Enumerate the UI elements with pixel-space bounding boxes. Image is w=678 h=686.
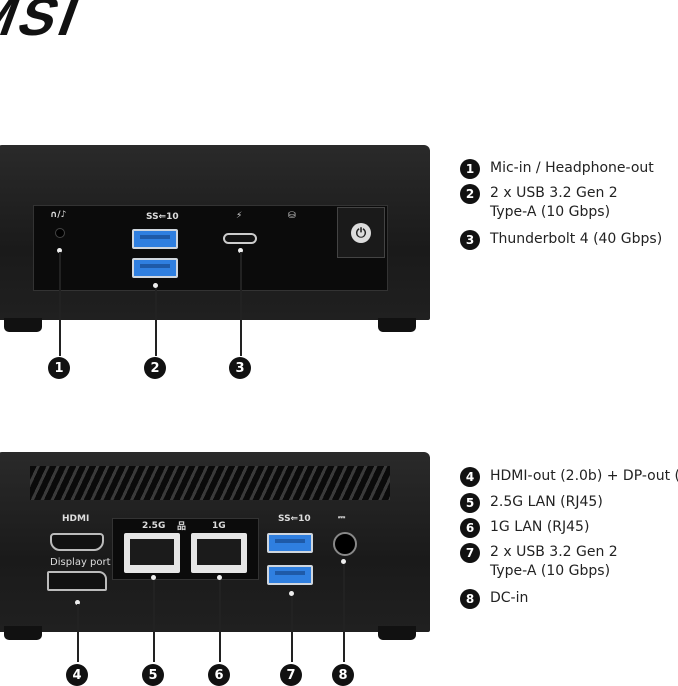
storage-led-icon: ⛁ [288, 211, 296, 221]
legend-text-2: 2 x USB 3.2 Gen 2 [490, 185, 618, 201]
foot [4, 318, 42, 332]
dc-in-jack [333, 532, 357, 556]
thunderbolt-port [223, 233, 257, 244]
usb-port [267, 565, 313, 585]
lan-port-2-5g [124, 533, 180, 573]
callout-badge-5: 5 [142, 664, 164, 686]
legend-text-6: 1G LAN (RJ45) [490, 519, 590, 535]
front-panel [33, 205, 388, 291]
legend-text-8: DC-in [490, 590, 529, 606]
leader-line [219, 580, 221, 662]
msi-logo: MSI [0, 0, 91, 47]
dc-symbol: ⎓ [338, 513, 346, 523]
hdmi-port [50, 533, 104, 551]
callout-dot [341, 559, 346, 564]
network-icon: 品 [177, 522, 187, 532]
leader-line [59, 252, 61, 356]
legend-text-4: HDMI-out (2.0b) + DP-out (1.4) [490, 468, 678, 484]
callout-dot [238, 248, 243, 253]
legend-badge-8: 8 [460, 589, 480, 609]
usb-port [132, 258, 178, 278]
leader-line [77, 604, 79, 662]
audio-jack [55, 228, 65, 238]
thunderbolt-icon: ⚡ [236, 211, 243, 221]
callout-badge-6: 6 [208, 664, 230, 686]
callout-dot [289, 591, 294, 596]
power-button[interactable]: ⏻ [337, 207, 385, 258]
lan-25g-label: 2.5G [142, 521, 166, 531]
leader-line [155, 288, 157, 356]
usb-ss-label: SS⇐10 [278, 514, 311, 524]
legend-text-1: Mic-in / Headphone-out [490, 160, 654, 176]
usb-ss-label: SS⇐10 [146, 212, 179, 222]
legend-text-3: Thunderbolt 4 (40 Gbps) [490, 231, 663, 247]
callout-dot [151, 575, 156, 580]
leader-line [343, 564, 345, 662]
lan-port-1g [191, 533, 247, 573]
callout-dot [75, 600, 80, 605]
legend-text-7b: Type-A (10 Gbps) [490, 563, 611, 579]
callout-badge-2: 2 [144, 357, 166, 379]
leader-line [291, 596, 293, 662]
foot [378, 318, 416, 332]
power-icon: ⏻ [351, 222, 371, 243]
callout-badge-7: 7 [280, 664, 302, 686]
audio-icon: ∩/♪ [50, 210, 67, 220]
usb-port [132, 229, 178, 249]
legend-badge-2: 2 [460, 184, 480, 204]
leader-line [153, 580, 155, 662]
legend-text-7: 2 x USB 3.2 Gen 2 [490, 544, 618, 560]
legend-badge-7: 7 [460, 543, 480, 563]
callout-badge-3: 3 [229, 357, 251, 379]
legend-badge-4: 4 [460, 467, 480, 487]
legend-text-5: 2.5G LAN (RJ45) [490, 494, 603, 510]
leader-line [240, 252, 242, 356]
displayport-port [47, 571, 107, 591]
callout-badge-1: 1 [48, 357, 70, 379]
lan-1g-label: 1G [212, 521, 226, 531]
callout-dot [57, 248, 62, 253]
hdmi-label: HDMI [62, 514, 90, 524]
legend-badge-5: 5 [460, 493, 480, 513]
legend-badge-3: 3 [460, 230, 480, 250]
foot [4, 626, 42, 640]
vent-grille [30, 466, 390, 500]
callout-badge-8: 8 [332, 664, 354, 686]
callout-badge-4: 4 [66, 664, 88, 686]
foot [378, 626, 416, 640]
legend-badge-1: 1 [460, 159, 480, 179]
callout-dot [153, 283, 158, 288]
usb-port [267, 533, 313, 553]
legend-badge-6: 6 [460, 518, 480, 538]
displayport-label: Display port [50, 557, 111, 568]
callout-dot [217, 575, 222, 580]
legend-text-2b: Type-A (10 Gbps) [490, 204, 611, 220]
